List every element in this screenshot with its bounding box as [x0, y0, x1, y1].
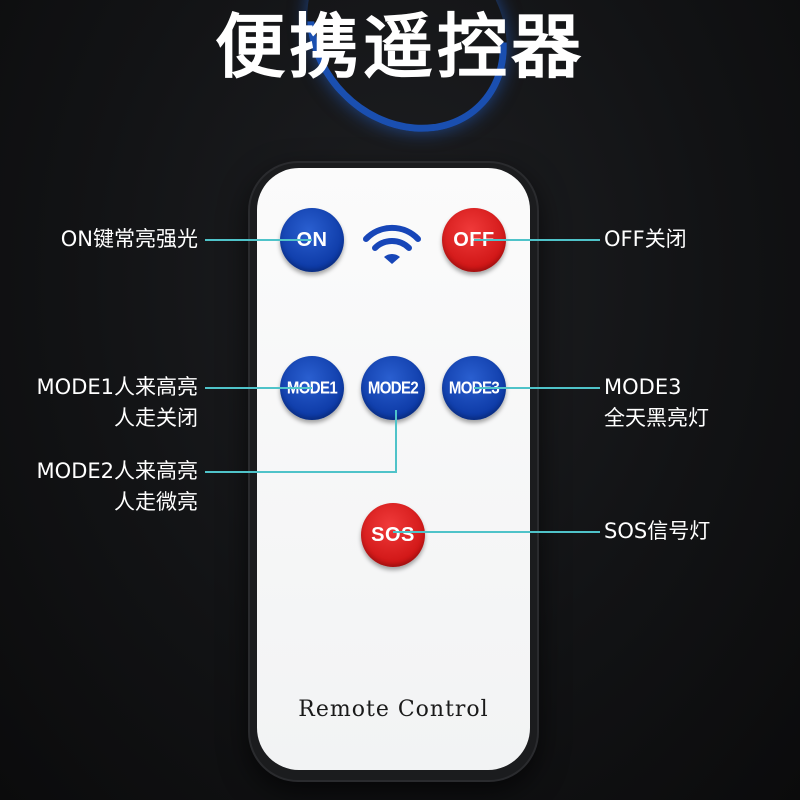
callout-sos-text: SOS信号灯: [604, 519, 711, 543]
callout-mode2-line1: MODE2人来高亮: [36, 459, 198, 483]
callout-on: ON键常亮强光: [61, 224, 198, 255]
off-button[interactable]: OFF: [442, 208, 506, 272]
remote-brand-label: Remote Control: [298, 697, 489, 722]
mode3-button[interactable]: MODE3: [442, 356, 506, 420]
on-button[interactable]: ON: [280, 208, 344, 272]
mode1-button[interactable]: MODE1: [280, 356, 344, 420]
mode2-button-label: MODE2: [367, 378, 419, 398]
sos-button[interactable]: SOS: [361, 503, 425, 567]
mode2-button[interactable]: MODE2: [361, 356, 425, 420]
callout-mode1-line1: MODE1人来高亮: [36, 375, 198, 399]
callout-mode2-line2: 人走微亮: [114, 490, 198, 514]
mode3-button-label: MODE3: [448, 378, 500, 398]
callout-off-text: OFF关闭: [604, 227, 687, 251]
callout-mode3-line1: MODE3: [604, 375, 682, 399]
callout-mode3-line2: 全天黑亮灯: [604, 406, 709, 430]
callout-on-text: ON键常亮强光: [60, 227, 198, 251]
callout-mode1-line2: 人走关闭: [114, 406, 198, 430]
callout-mode3: MODE3 全天黑亮灯: [604, 372, 709, 434]
callout-off: OFF关闭: [604, 224, 687, 255]
wifi-signal-icon: [363, 224, 421, 264]
callout-mode1: MODE1人来高亮 人走关闭: [37, 372, 198, 434]
page-title: 便携遥控器: [215, 6, 585, 88]
off-button-label: OFF: [453, 228, 495, 251]
sos-button-label: SOS: [371, 523, 415, 546]
on-button-label: ON: [296, 228, 328, 251]
callout-sos: SOS信号灯: [604, 516, 710, 547]
callout-mode2: MODE2人来高亮 人走微亮: [37, 456, 198, 518]
mode1-button-label: MODE1: [286, 378, 338, 398]
